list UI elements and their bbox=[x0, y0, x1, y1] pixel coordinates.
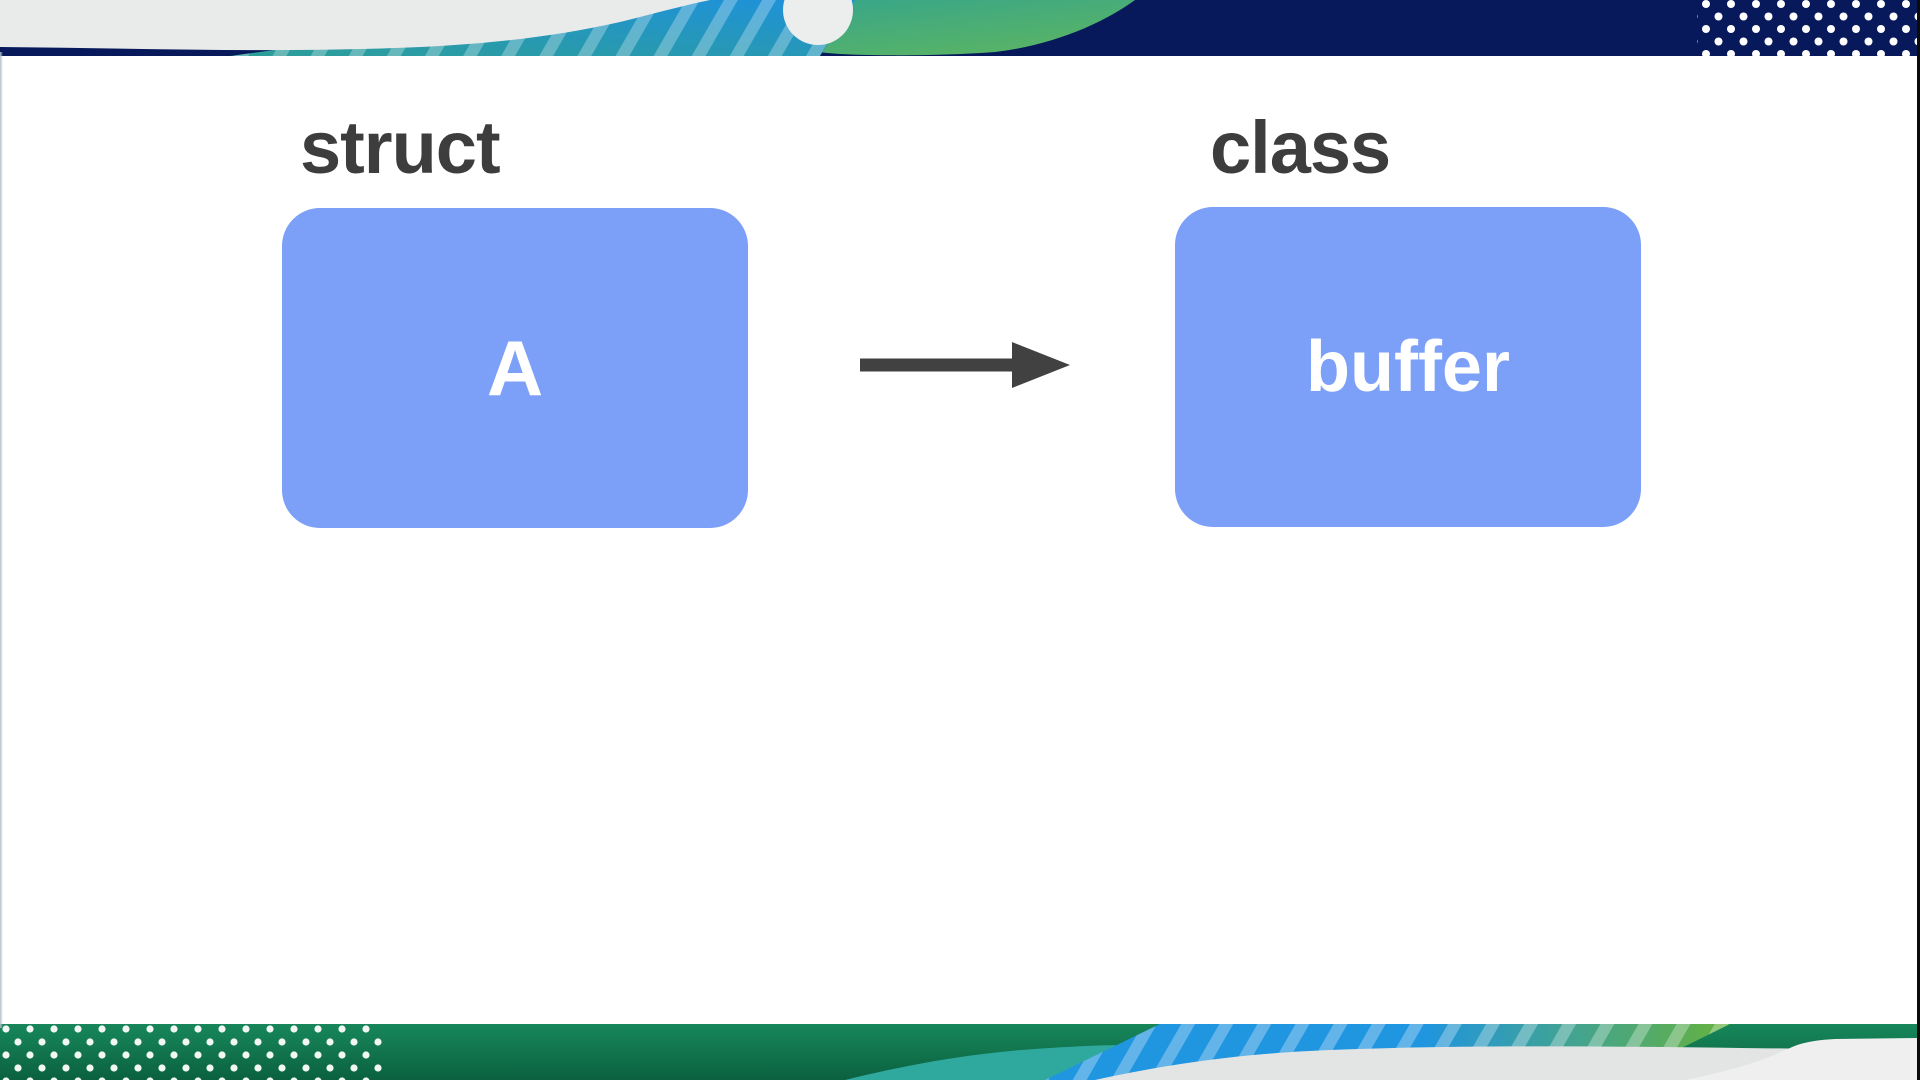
top-border-decoration bbox=[0, 0, 1920, 56]
bottom-gray-blob-right bbox=[1685, 1038, 1920, 1080]
struct-box-a-text: A bbox=[486, 324, 544, 412]
top-gray-blob bbox=[0, 0, 710, 51]
circle-notch bbox=[783, 0, 853, 45]
bottom-dots-pattern bbox=[0, 1024, 385, 1080]
bottom-gray-blob bbox=[1095, 1046, 1920, 1080]
arrow-head bbox=[1012, 342, 1070, 388]
struct-label: struct bbox=[300, 106, 501, 189]
struct-box-a: A bbox=[282, 208, 748, 528]
class-box-buffer-text: buffer bbox=[1306, 327, 1510, 407]
class-box-buffer: buffer bbox=[1175, 207, 1641, 527]
top-dots-pattern bbox=[1697, 0, 1920, 56]
bottom-border-decoration bbox=[0, 1024, 1920, 1080]
screen-right-edge bbox=[1917, 0, 1920, 1080]
slide-left-edge bbox=[0, 52, 3, 1028]
arrow-connector bbox=[860, 342, 1070, 388]
class-label: class bbox=[1210, 106, 1391, 189]
